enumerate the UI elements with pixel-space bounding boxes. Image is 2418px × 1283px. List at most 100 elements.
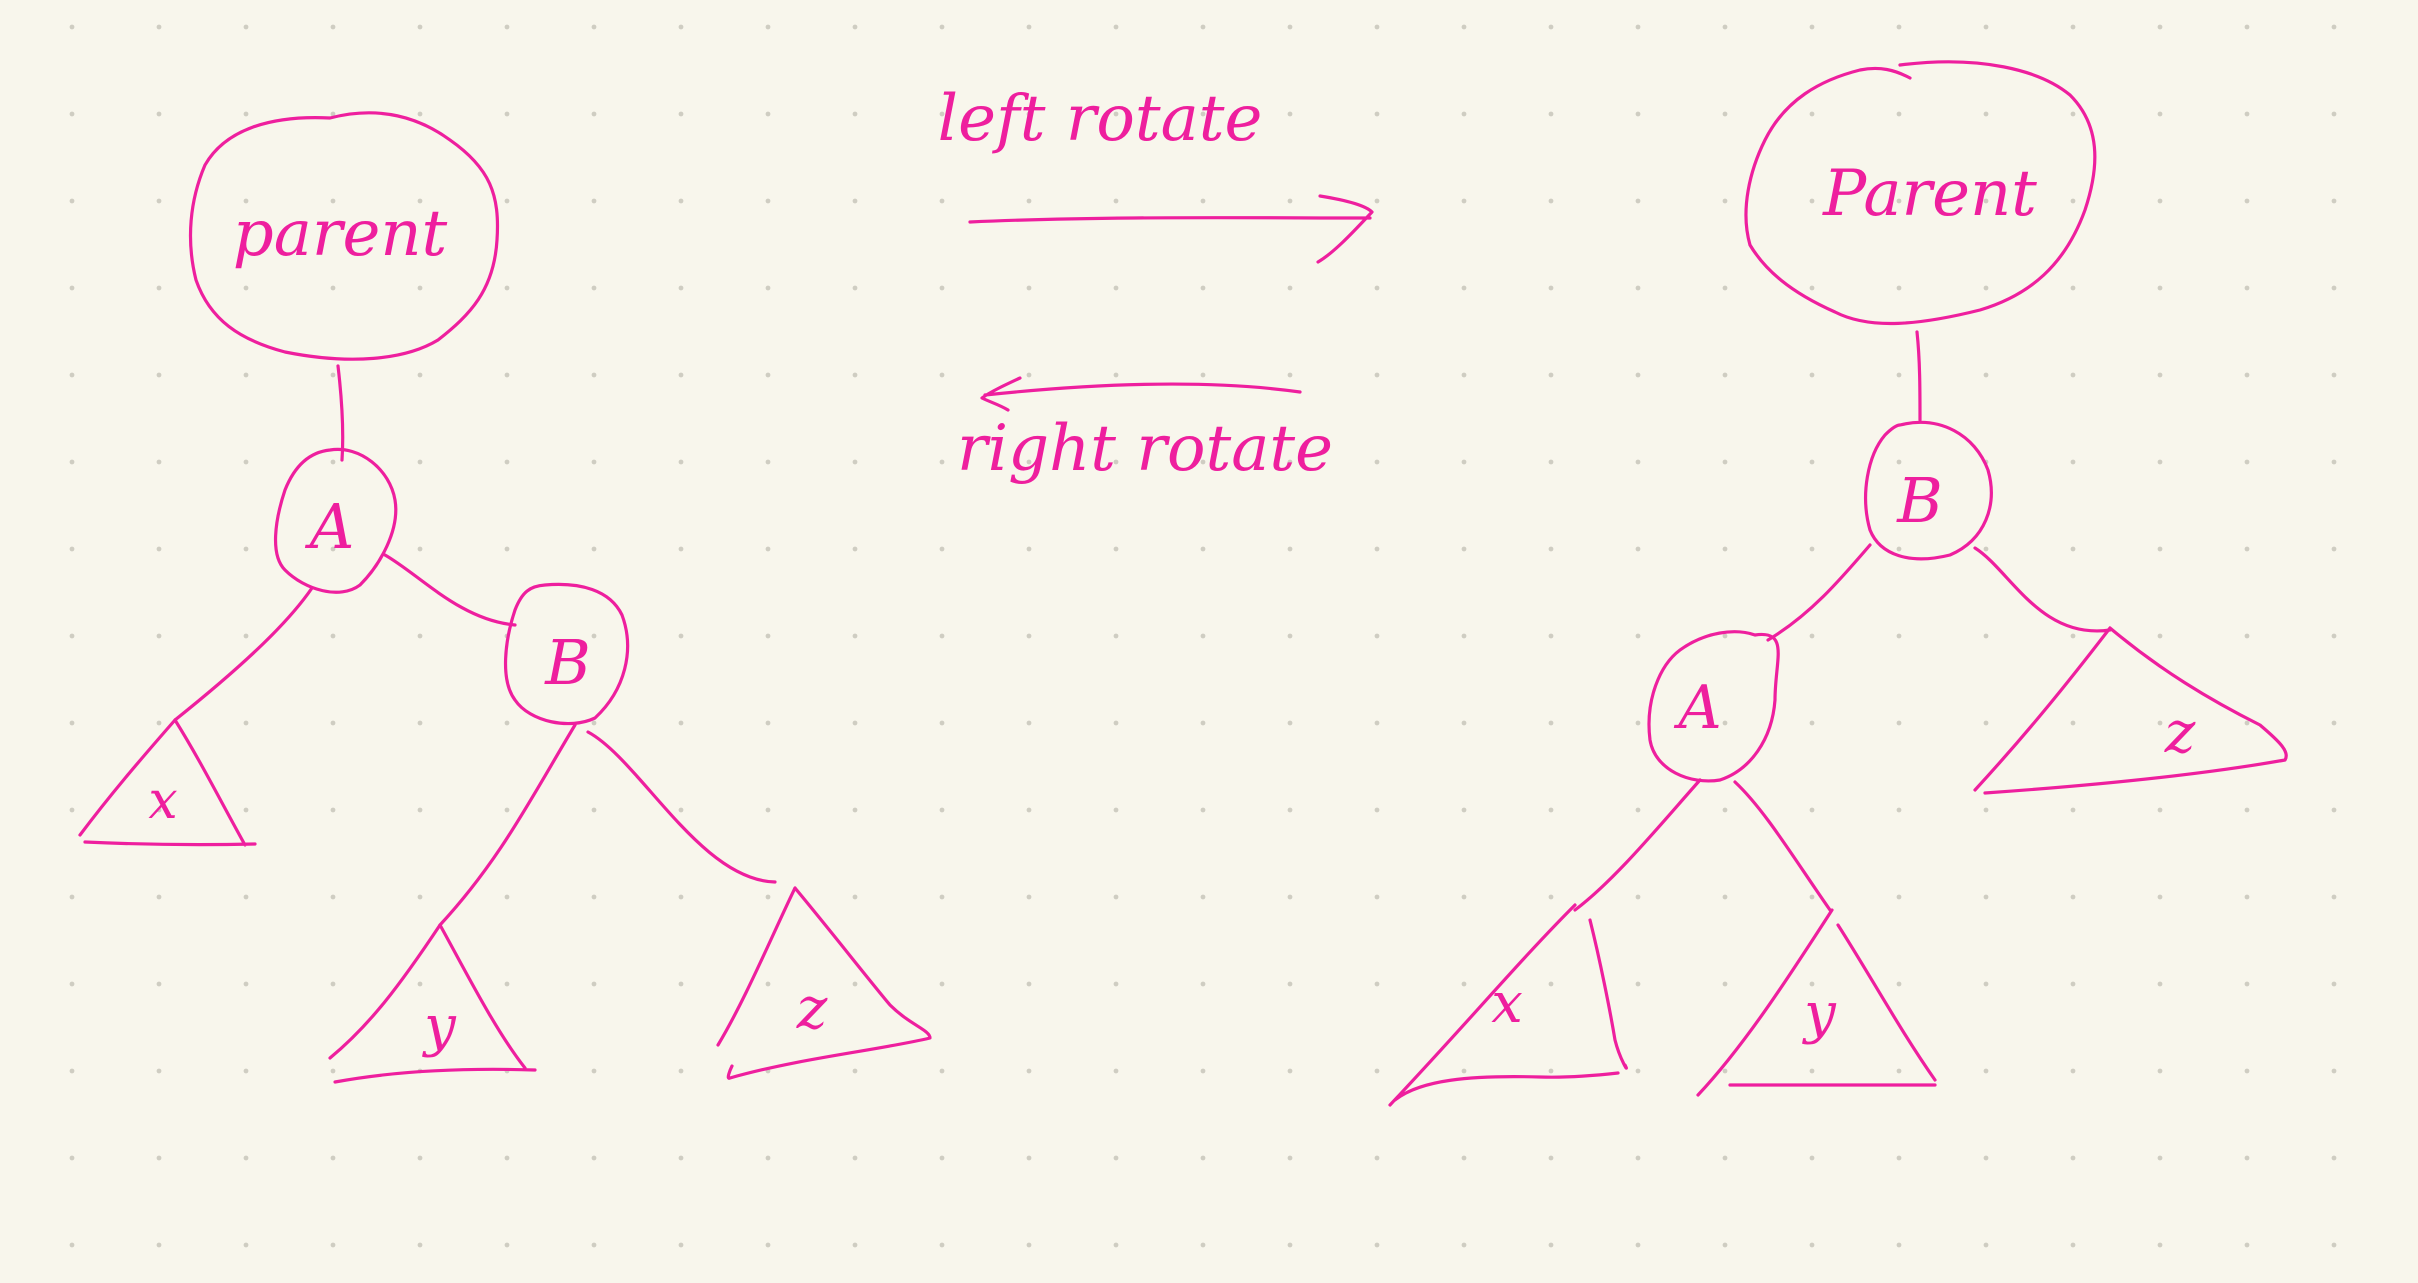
grid-dot: [678, 111, 684, 117]
grid-dot: [1026, 720, 1032, 726]
grid-dot: [243, 894, 249, 900]
grid-dot: [1635, 198, 1641, 204]
grid-dot: [1635, 285, 1641, 291]
grid-dot: [2157, 1068, 2163, 1074]
grid-dot: [1026, 459, 1032, 465]
grid-dot: [939, 720, 945, 726]
grid-dot: [2157, 459, 2163, 465]
grid-dot: [939, 546, 945, 552]
grid-dot: [1548, 111, 1554, 117]
grid-dot: [69, 720, 75, 726]
right-node-b-label: B: [1896, 464, 1943, 537]
grid-dot: [939, 1242, 945, 1248]
grid-dot: [1722, 807, 1728, 813]
grid-dot: [1548, 633, 1554, 639]
grid-dot: [1722, 1155, 1728, 1161]
grid-dot: [1374, 111, 1380, 117]
grid-dot: [1113, 720, 1119, 726]
grid-dot: [2244, 807, 2250, 813]
grid-dot: [2157, 1155, 2163, 1161]
grid-dot: [1635, 372, 1641, 378]
grid-dot: [1026, 981, 1032, 987]
grid-dot: [2157, 807, 2163, 813]
grid-dot: [1722, 720, 1728, 726]
right-node-a: [1647, 630, 1780, 783]
grid-dot: [765, 111, 771, 117]
grid-dot: [939, 372, 945, 378]
grid-dot: [1113, 981, 1119, 987]
grid-dot: [2331, 285, 2337, 291]
grid-dot: [1287, 372, 1293, 378]
grid-dot: [591, 24, 597, 30]
grid-dot: [591, 198, 597, 204]
grid-dot: [1722, 894, 1728, 900]
grid-dot: [1287, 111, 1293, 117]
grid-dot: [1113, 807, 1119, 813]
grid-dot: [2331, 981, 2337, 987]
left-subtree-y-label: y: [421, 994, 457, 1059]
grid-dot: [2070, 1068, 2076, 1074]
left-subtree-z: [716, 886, 932, 1080]
grid-dot: [1461, 24, 1467, 30]
grid-dot: [330, 111, 336, 117]
grid-dot: [156, 1068, 162, 1074]
grid-dot: [2157, 285, 2163, 291]
grid-dot: [1548, 894, 1554, 900]
grid-dot: [2070, 807, 2076, 813]
grid-dot: [2070, 1155, 2076, 1161]
grid-dot: [1287, 24, 1293, 30]
grid-dot: [1026, 1242, 1032, 1248]
grid-dot: [156, 981, 162, 987]
grid-dot: [1635, 1155, 1641, 1161]
right-subtree-z-label: z: [2164, 698, 2196, 766]
grid-dot: [2070, 546, 2076, 552]
grid-dot: [156, 546, 162, 552]
grid-dot: [1374, 285, 1380, 291]
grid-dot: [243, 285, 249, 291]
grid-dot: [2070, 1242, 2076, 1248]
grid-dot: [69, 1155, 75, 1161]
grid-dot: [243, 111, 249, 117]
grid-dot: [1200, 111, 1206, 117]
grid-dot: [156, 894, 162, 900]
right-subtree-z: [1973, 626, 2288, 795]
grid-dot: [1461, 1155, 1467, 1161]
grid-dot: [156, 372, 162, 378]
grid-dot: [243, 1068, 249, 1074]
grid-dot: [2157, 720, 2163, 726]
grid-dot: [2244, 111, 2250, 117]
right-node-b: [1864, 420, 1993, 561]
grid-dot: [1200, 459, 1206, 465]
grid-dot: [1200, 24, 1206, 30]
grid-dot: [2331, 24, 2337, 30]
grid-dot: [852, 546, 858, 552]
grid-dot: [1896, 981, 1902, 987]
grid-dot: [2070, 372, 2076, 378]
grid-dot: [591, 111, 597, 117]
grid-dot: [1983, 372, 1989, 378]
grid-dot: [1983, 546, 1989, 552]
grid-dot: [1722, 1068, 1728, 1074]
grid-dot: [1548, 198, 1554, 204]
grid-dot: [1200, 981, 1206, 987]
grid-dot: [765, 1155, 771, 1161]
grid-dot: [2070, 720, 2076, 726]
grid-dot: [1548, 285, 1554, 291]
grid-dot: [1983, 894, 1989, 900]
grid-dot: [1809, 1155, 1815, 1161]
grid-dot: [1113, 459, 1119, 465]
grid-dot: [1461, 1242, 1467, 1248]
grid-dot: [1287, 633, 1293, 639]
grid-dot: [852, 372, 858, 378]
grid-dot: [591, 807, 597, 813]
grid-dot: [2244, 285, 2250, 291]
grid-dot: [765, 633, 771, 639]
grid-dot: [2070, 459, 2076, 465]
grid-dot: [678, 807, 684, 813]
grid-dot: [156, 1242, 162, 1248]
grid-dot: [2331, 633, 2337, 639]
grid-dot: [504, 720, 510, 726]
grid-dot: [2157, 24, 2163, 30]
left-subtree-x-label: x: [148, 771, 177, 831]
grid-dot: [591, 633, 597, 639]
